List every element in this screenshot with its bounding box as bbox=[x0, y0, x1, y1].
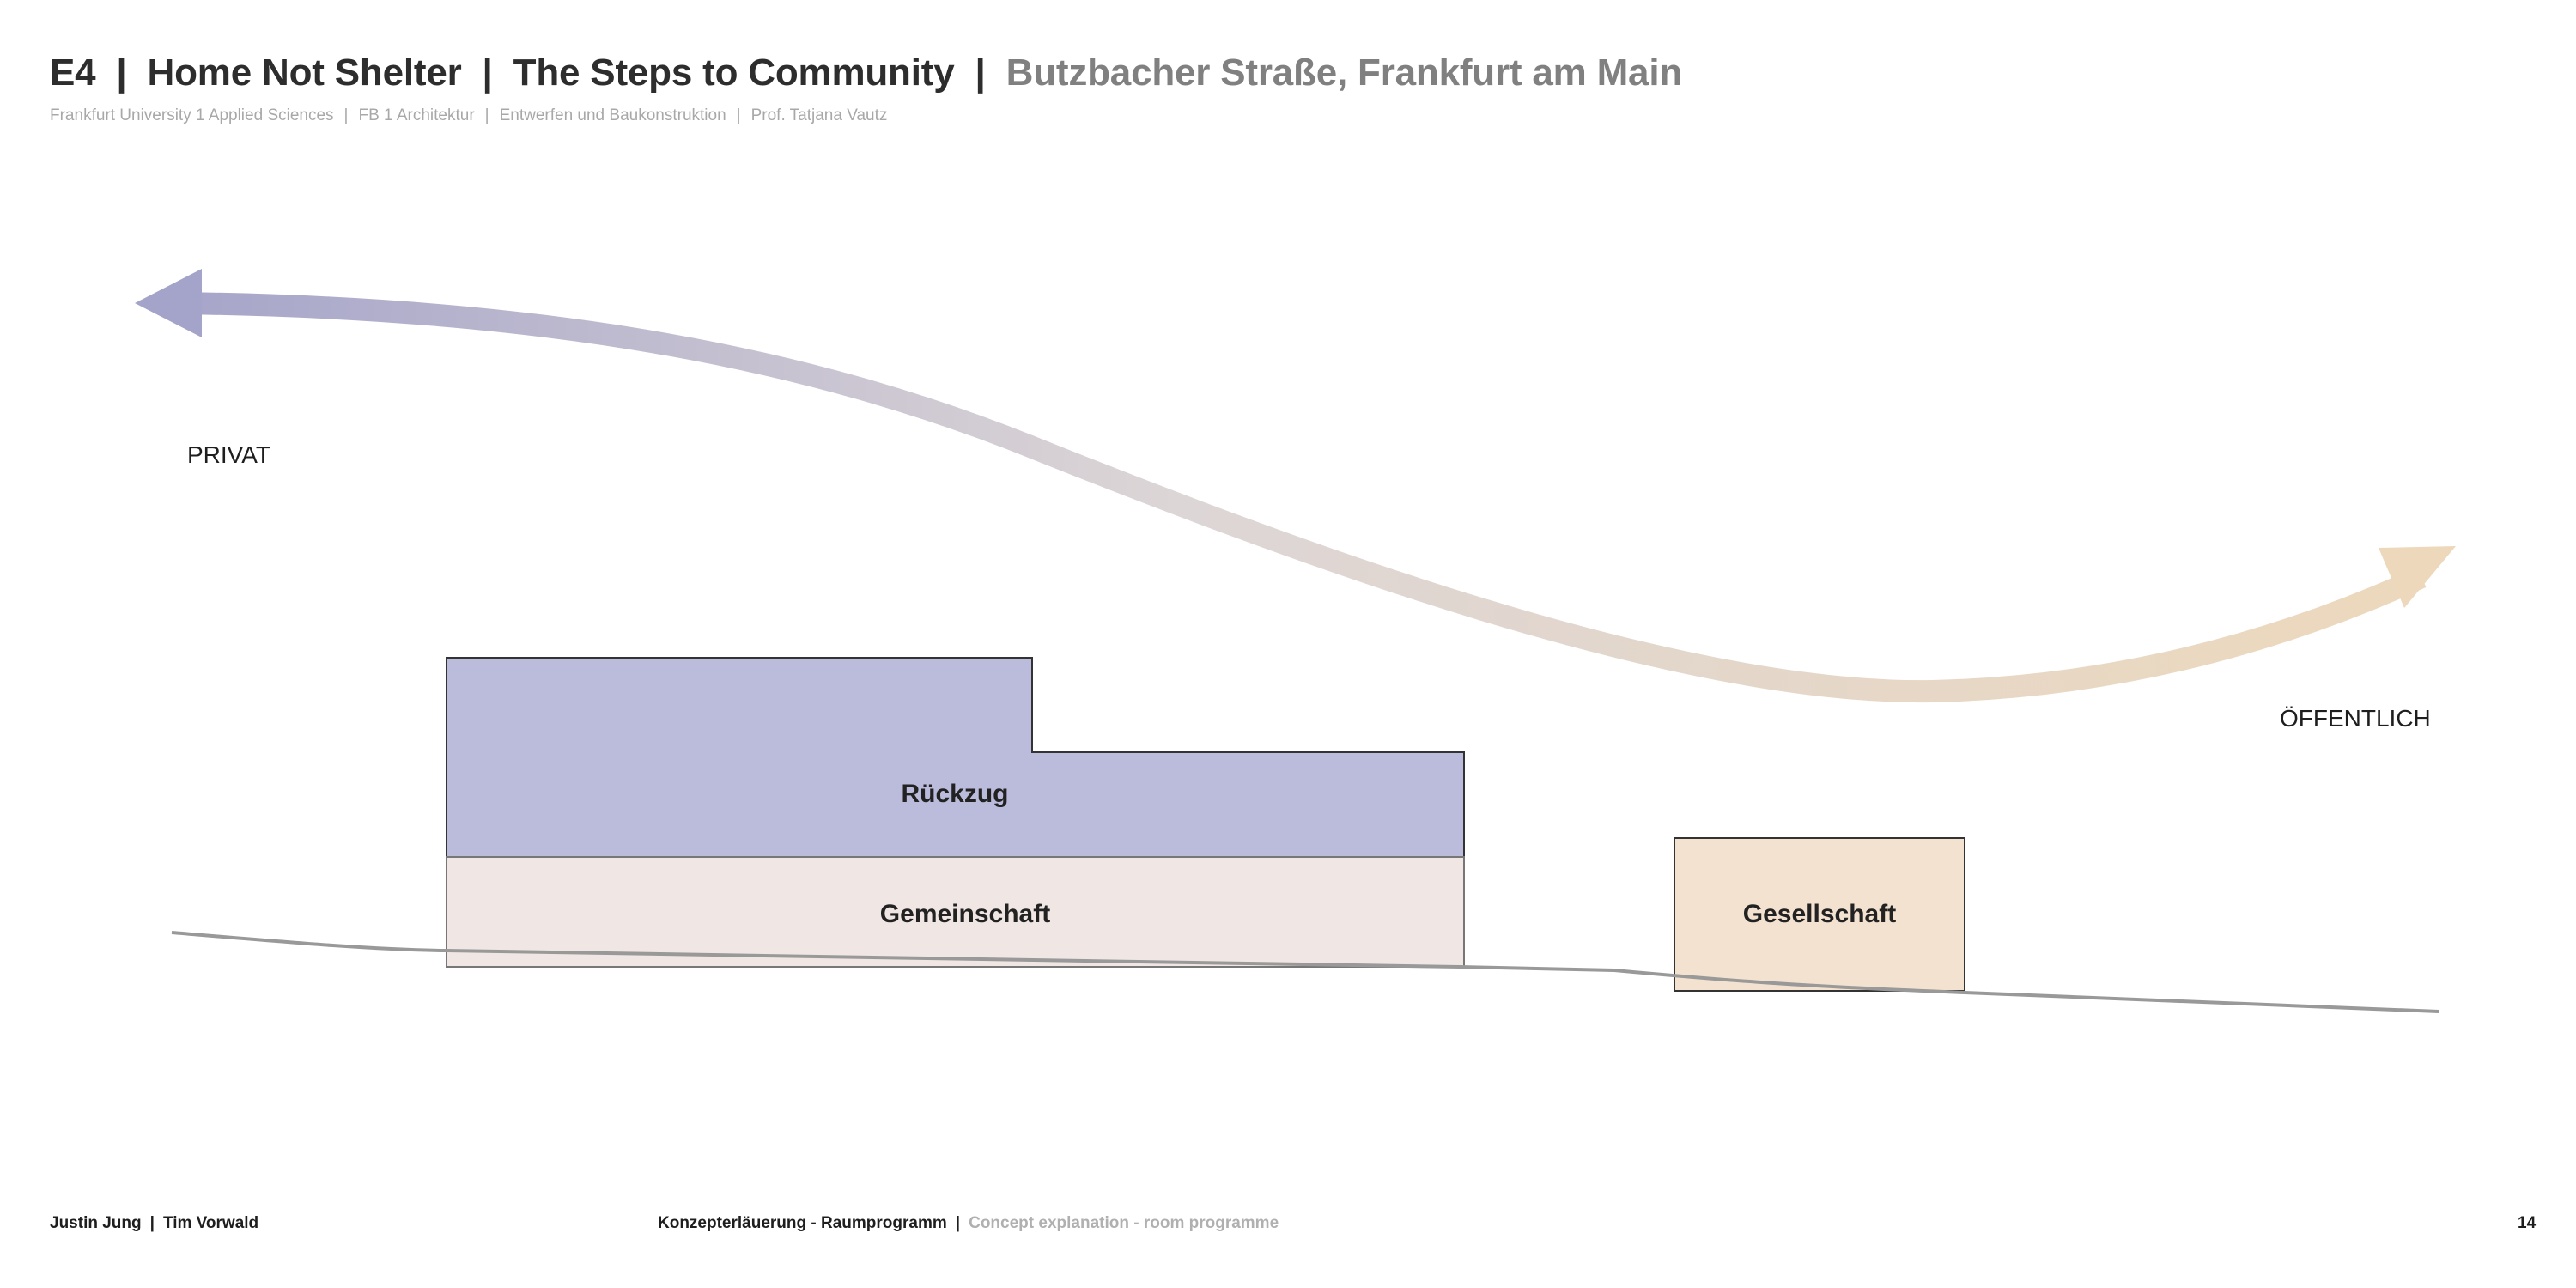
title-location: Butzbacher Straße, Frankfurt am Main bbox=[1005, 52, 1683, 94]
title-theme: The Steps to Community bbox=[513, 52, 955, 94]
block-retreat bbox=[446, 657, 1465, 858]
page-title: E4|Home Not Shelter|The Steps to Communi… bbox=[50, 52, 1683, 94]
footer-authors: Justin Jung|Tim Vorwald bbox=[50, 1214, 259, 1232]
block-community bbox=[446, 856, 1465, 968]
private-public-arrow bbox=[135, 269, 2456, 703]
slide-header: E4|Home Not Shelter|The Steps to Communi… bbox=[50, 52, 1682, 125]
footer-section-title-en: Concept explanation - room programme bbox=[969, 1214, 1279, 1232]
title-project-code: E4 bbox=[50, 52, 96, 94]
title-project-name: Home Not Shelter bbox=[147, 52, 462, 94]
subtitle-university: Frankfurt University 1 Applied Sciences bbox=[50, 106, 334, 125]
subtitle-course: Entwerfen und Baukonstruktion bbox=[499, 106, 726, 125]
block-society bbox=[1674, 837, 1965, 992]
ground-line bbox=[171, 931, 2439, 1013]
footer-author-2: Tim Vorwald bbox=[162, 1214, 259, 1232]
footer-section-title: Konzepterläuerung - Raumprogramm bbox=[658, 1214, 947, 1232]
footer-author-1: Justin Jung bbox=[50, 1214, 142, 1232]
page-number: 14 bbox=[2518, 1214, 2537, 1232]
label-retreat: Rückzug bbox=[901, 780, 1008, 808]
subtitle-professor: Prof. Tatjana Vautz bbox=[750, 106, 888, 125]
arrow-head-left-icon bbox=[135, 269, 202, 337]
label-society: Gesellschaft bbox=[1743, 900, 1896, 928]
footer-section: Konzepterläuerung - Raumprogramm|Concept… bbox=[658, 1214, 1279, 1232]
subtitle-faculty: FB 1 Architektur bbox=[358, 106, 475, 125]
arrow-curve bbox=[175, 292, 2427, 703]
page-subtitle: Frankfurt University 1 Applied Sciences|… bbox=[50, 106, 888, 125]
label-community: Gemeinschaft bbox=[880, 900, 1050, 928]
label-private: PRIVAT bbox=[187, 441, 270, 468]
arrow-head-right-icon bbox=[2379, 546, 2456, 608]
label-public: ÖFFENTLICH bbox=[2280, 705, 2431, 732]
